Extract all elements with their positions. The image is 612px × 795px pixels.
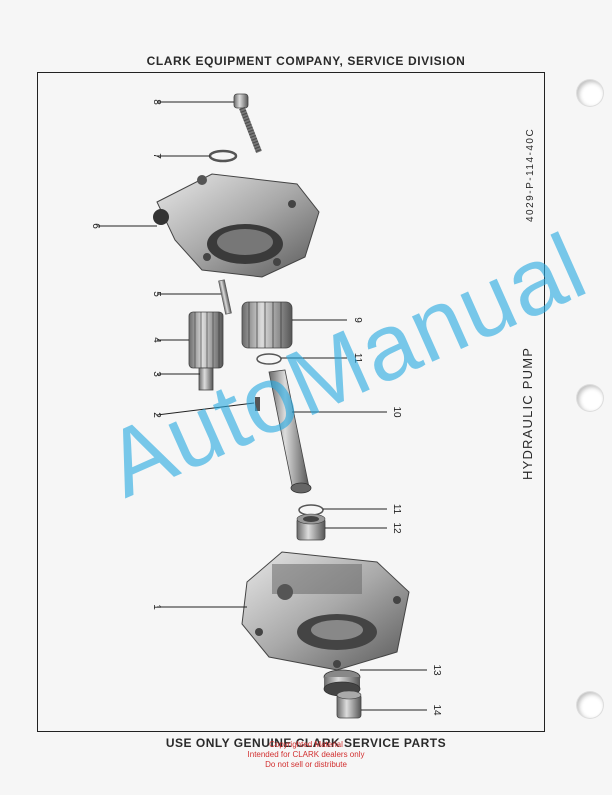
binder-hole-middle — [577, 385, 603, 411]
part-dowel-pin — [218, 279, 232, 315]
exploded-parts-diagram: 8 7 6 5 4 3 2 9 11 10 11 12 1 13 14 — [90, 93, 442, 719]
part-seal — [323, 669, 361, 697]
part-driven-gear — [241, 301, 293, 349]
callout-4: 4 — [151, 337, 162, 343]
leader-lines — [97, 101, 427, 711]
callout-11-lower: 11 — [391, 504, 402, 515]
part-drive-gear — [188, 311, 224, 391]
part-cap-screw — [233, 93, 262, 154]
callout-14: 14 — [431, 704, 442, 716]
part-shaft — [268, 369, 312, 494]
page-header: CLARK EQUIPMENT COMPANY, SERVICE DIVISIO… — [146, 54, 466, 68]
part-bearing — [296, 513, 326, 541]
page-title: HYDRAULIC PUMP — [520, 346, 535, 480]
copyright-line-3: Do not sell or distribute — [265, 760, 347, 769]
callout-9: 9 — [352, 317, 363, 323]
document-number: 4029-P-114-40C — [525, 127, 536, 222]
callout-10: 10 — [391, 406, 402, 418]
part-pump-cover — [241, 551, 410, 671]
copyright-line-1: Copyrighted Material — [269, 740, 343, 749]
part-snap-ring-upper — [256, 353, 282, 365]
binder-hole-bottom — [577, 692, 603, 718]
callout-13: 13 — [431, 664, 442, 676]
callout-7: 7 — [151, 153, 162, 159]
callout-1: 1 — [151, 604, 162, 610]
callout-5: 5 — [151, 291, 162, 297]
part-snap-ring-lower — [298, 504, 324, 516]
part-bushing — [336, 690, 362, 719]
part-pump-body — [153, 173, 320, 278]
callout-3: 3 — [151, 371, 162, 377]
part-washer — [208, 149, 238, 163]
copyright-line-2: Intended for CLARK dealers only — [247, 750, 365, 759]
part-key — [255, 397, 260, 411]
callout-11-upper: 11 — [352, 353, 363, 364]
page-frame — [37, 72, 545, 732]
callout-2: 2 — [151, 412, 162, 418]
page-footer: USE ONLY GENUINE CLARK SERVICE PARTS — [165, 736, 447, 750]
binder-hole-top — [577, 80, 603, 106]
callout-8: 8 — [151, 99, 162, 105]
copyright-notice: Copyrighted Material Intended for CLARK … — [0, 740, 612, 770]
callout-6: 6 — [90, 223, 101, 229]
callout-12: 12 — [391, 522, 402, 534]
